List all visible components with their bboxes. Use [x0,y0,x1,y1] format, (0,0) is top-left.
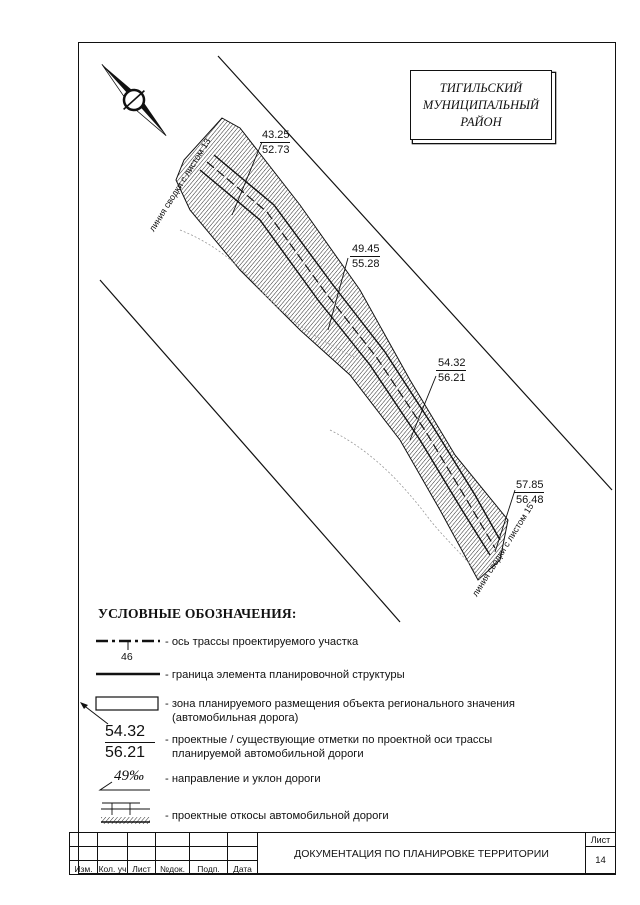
title-block: ДОКУМЕНТАЦИЯ ПО ПЛАНИРОВКЕ ТЕРРИТОРИИ Ли… [69,832,616,875]
legend-item-elevations-note: планируемой автомобильной дороги [172,748,364,760]
road-edge-left [199,169,491,556]
elevation-project: 57.85 [516,479,544,491]
legend-item-boundary: - граница элемента планировочной структу… [165,669,405,681]
stamp-col-data: Дата [227,860,258,875]
legend-title: УСЛОВНЫЕ ОБОЗНАЧЕНИЯ: [98,606,297,621]
stamp-col-ndok: №док. [155,860,190,875]
terrain-line [329,429,481,581]
stamp-col-koluch: Кол. уч [97,860,128,875]
boundary-line-top [217,55,613,491]
road-edge-right [213,154,501,541]
elevation-marker: 57.85 56.48 [514,478,544,507]
legend-item-slope: - направление и уклон дороги [165,773,321,785]
legend-item-batter: - проектные откосы автомобильной дороги [165,810,389,822]
legend-item-zone-note: (автомобильная дорога) [172,712,299,724]
elevation-existing: 52.73 [260,142,290,156]
elevation-existing: 56.48 [514,492,544,506]
legend-slope-batter-symbol [101,802,150,824]
sheet-label: Лист [585,832,616,847]
legend-item-axis: - ось трассы проектируемого участка [165,636,359,648]
elevation-leader [231,141,263,216]
elevation-existing: 55.28 [350,256,380,270]
elevation-marker: 43.25 52.73 [260,128,290,157]
elevation-leader [409,375,437,441]
legend-elev-arrow [81,703,109,725]
elevation-marker: 54.32 56.21 [436,356,466,385]
legend-elev-arrowhead [80,702,88,709]
elevation-existing: 56.21 [436,370,466,384]
legend-item-elevations: - проектные / существующие отметки по пр… [165,734,493,746]
legend-sample-existing: 56.21 [105,742,155,763]
legend-axis-number: 46 [121,651,133,663]
stamp-col-podp: Подп. [189,860,228,875]
road-axis [206,161,496,549]
legend-slope-symbol [98,781,150,791]
legend-item-zone: - зона планируемого размещения объекта р… [165,698,515,710]
legend-sample-project: 54.32 [105,723,146,740]
elevation-marker: 49.45 55.28 [350,242,380,271]
legend-zone-symbol [95,696,159,711]
elevation-project: 54.32 [438,357,466,369]
north-arrow-icon [101,64,167,136]
district-line-3: РАЙОН [460,114,502,129]
stamp-col-list: Лист [127,860,156,875]
district-label: ТИГИЛЬСКИЙ МУНИЦИПАЛЬНЫЙ РАЙОН [410,70,552,140]
legend-elevation-sample: 54.32 56.21 [105,722,155,763]
elevation-project: 43.25 [262,129,290,141]
elevation-project: 49.45 [352,243,380,255]
boundary-line-bottom [99,279,401,623]
legend-slope-value: 49‰ [114,768,144,784]
road-corridor-zone [175,117,509,581]
terrain-line [179,229,361,361]
stamp-col-izm: Изм. [69,860,98,875]
district-line-2: МУНИЦИПАЛЬНЫЙ [422,97,540,112]
district-line-1: ТИГИЛЬСКИЙ [439,80,523,95]
sheet-number: 14 [585,846,616,875]
elevation-leader [327,257,349,331]
elevation-leader [494,489,516,553]
document-title: ДОКУМЕНТАЦИЯ ПО ПЛАНИРОВКЕ ТЕРРИТОРИИ [257,832,586,875]
